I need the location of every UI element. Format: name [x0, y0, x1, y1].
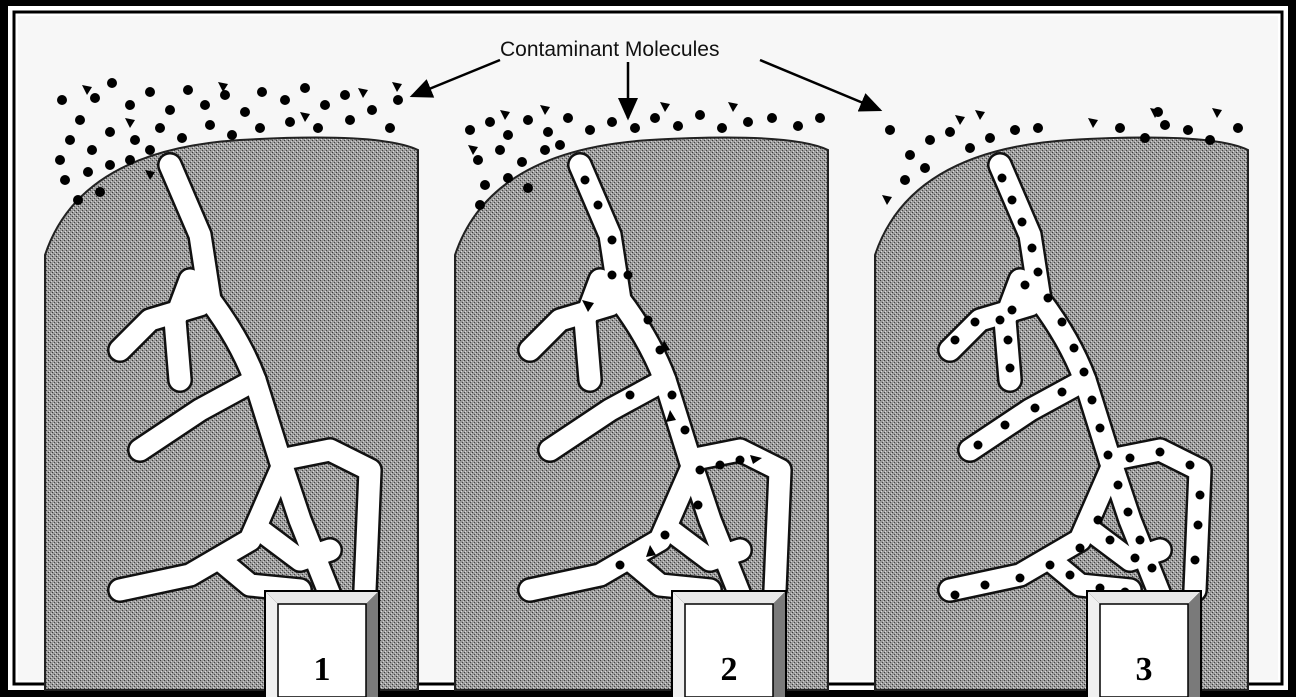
panel-badge-1: 1	[264, 590, 380, 697]
panel-label-1: 1	[314, 651, 331, 688]
panel-badge-2: 2	[671, 590, 787, 697]
panel-badge-3: 3	[1086, 590, 1202, 697]
caption-contaminant-molecules: Contaminant Molecules	[500, 38, 719, 61]
panel-label-2: 2	[721, 651, 738, 688]
panel-label-3: 3	[1136, 651, 1153, 688]
